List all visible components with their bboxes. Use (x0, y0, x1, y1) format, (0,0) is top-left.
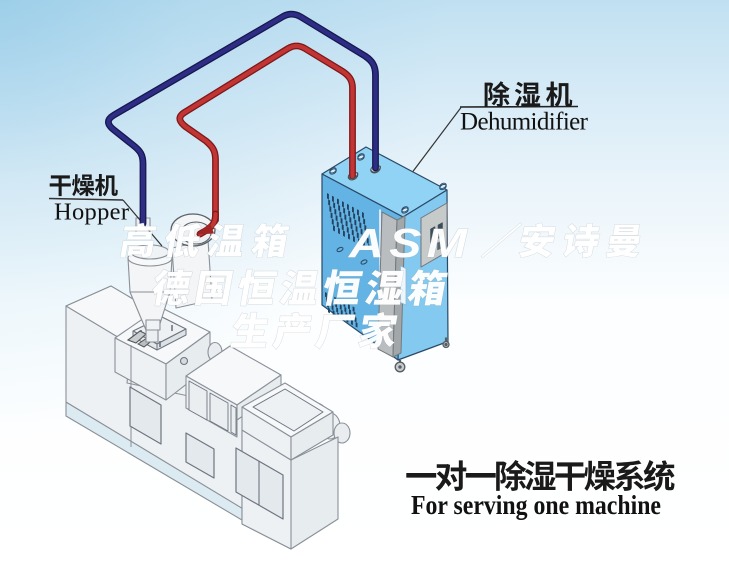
svg-text:For serving one machine: For serving one machine (411, 490, 661, 520)
svg-text:Hopper: Hopper (54, 199, 129, 226)
svg-text:Dehumidifier: Dehumidifier (460, 109, 589, 136)
svg-text:ASM: ASM (348, 220, 472, 267)
